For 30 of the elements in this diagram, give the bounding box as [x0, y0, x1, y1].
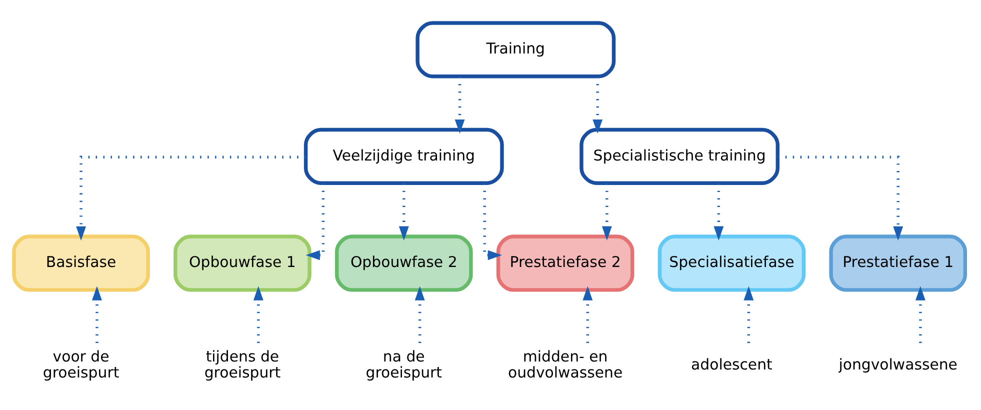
arrow — [398, 182, 409, 240]
node-box: Opbouwfase 1 — [174, 234, 312, 292]
node-text: tijdens de groeispurt — [204, 346, 281, 382]
node-text: voor de groeispurt — [42, 346, 120, 382]
node-box: Specialisatiefase — [658, 234, 806, 292]
arrow — [714, 182, 724, 240]
node-text: na de groeispurt — [366, 346, 442, 382]
arrow — [414, 286, 425, 342]
arrow — [454, 76, 465, 134]
node-box: Basisfase — [12, 234, 150, 292]
arrow — [92, 286, 102, 342]
arrow — [76, 155, 306, 240]
node-box: Prestatiefase 2 — [496, 234, 634, 292]
node-box: Opbouwfase 2 — [334, 234, 473, 292]
node-text: jongvolwassene — [838, 355, 958, 374]
arrow — [483, 182, 502, 260]
node-box: Veelzijdige training — [304, 127, 504, 185]
node-box: Prestatiefase 1 — [829, 234, 968, 292]
arrow — [778, 155, 904, 240]
arrow — [744, 286, 754, 342]
node-box: Training — [416, 20, 616, 78]
node-text: adolescent — [691, 355, 772, 374]
arrow — [253, 286, 264, 342]
arrow — [306, 182, 325, 260]
arrow — [915, 286, 926, 342]
arrow — [592, 76, 603, 134]
arrow — [582, 286, 593, 342]
arrow — [602, 182, 612, 240]
node-text: midden- en oudvolwassene — [508, 346, 623, 382]
node-box: Specialistische training — [580, 127, 780, 185]
